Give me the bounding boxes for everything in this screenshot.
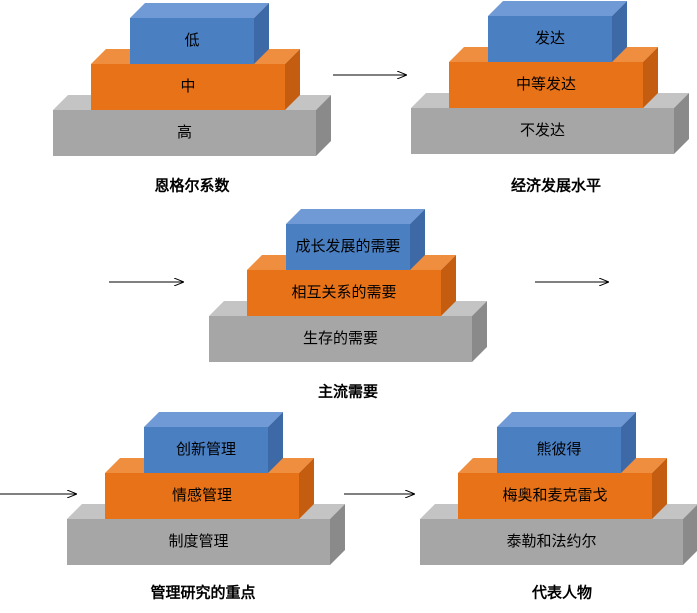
pyramid-caption: 主流需要: [318, 383, 378, 401]
middle-label: 梅奥和麦克雷戈: [502, 486, 607, 504]
pyramid-caption: 经济发展水平: [511, 177, 601, 195]
top-block: [286, 209, 425, 270]
top-block: [497, 412, 636, 473]
middle-block-side: [643, 47, 658, 108]
top-block-front: [497, 427, 621, 473]
middle-block-front: [458, 473, 652, 519]
bottom-block-side: [472, 301, 487, 362]
bottom-label: 不发达: [520, 121, 565, 139]
top-label: 发达: [535, 29, 565, 47]
top-block-side: [268, 412, 283, 473]
bottom-block-side: [674, 93, 689, 154]
bottom-block-front: [53, 110, 316, 156]
top-block-side: [612, 1, 627, 62]
pyramid-caption: 管理研究的重点: [150, 584, 255, 602]
top-block-top: [286, 209, 425, 224]
pyramid-caption: 代表人物: [531, 584, 592, 602]
top-label: 熊彼得: [536, 440, 581, 458]
middle-block-side: [652, 458, 667, 519]
top-block: [488, 1, 627, 62]
top-block-front: [488, 16, 612, 62]
top-block: [130, 3, 269, 64]
middle-block-side: [299, 458, 314, 519]
top-block-top: [497, 412, 636, 427]
top-label: 成长发展的需要: [295, 237, 400, 255]
bottom-block-front: [420, 519, 683, 565]
top-block-top: [144, 412, 283, 427]
bottom-block-front: [411, 108, 674, 154]
bottom-block-front: [209, 316, 472, 362]
top-label: 低: [184, 31, 199, 49]
middle-block-front: [91, 64, 285, 110]
bottom-block-side: [683, 505, 697, 565]
top-block-side: [621, 412, 636, 473]
middle-label: 中等发达: [516, 75, 576, 93]
middle-block-front: [449, 62, 643, 108]
middle-block-front: [105, 473, 299, 519]
top-label: 创新管理: [176, 440, 236, 458]
top-block-top: [488, 1, 627, 16]
pyramid-caption: 恩格尔系数: [154, 177, 230, 195]
middle-block-side: [285, 49, 300, 110]
bottom-block-side: [316, 95, 331, 156]
top-block: [144, 412, 283, 473]
top-block-top: [130, 3, 269, 18]
bottom-label: 泰勒和法约尔: [506, 532, 596, 550]
middle-label: 中: [180, 77, 195, 95]
bottom-block-front: [67, 519, 330, 565]
middle-block-front: [247, 270, 441, 316]
top-block-side: [410, 209, 425, 270]
top-block-front: [130, 18, 254, 64]
middle-block-side: [441, 255, 456, 316]
middle-label: 相互关系的需要: [291, 283, 396, 301]
bottom-label: 高: [177, 123, 192, 141]
bottom-label: 制度管理: [168, 532, 228, 550]
bottom-block-side: [330, 504, 345, 565]
bottom-label: 生存的需要: [303, 329, 378, 347]
top-block-side: [254, 3, 269, 64]
middle-label: 情感管理: [172, 486, 232, 504]
top-block-front: [286, 224, 410, 270]
top-block-front: [144, 427, 268, 473]
